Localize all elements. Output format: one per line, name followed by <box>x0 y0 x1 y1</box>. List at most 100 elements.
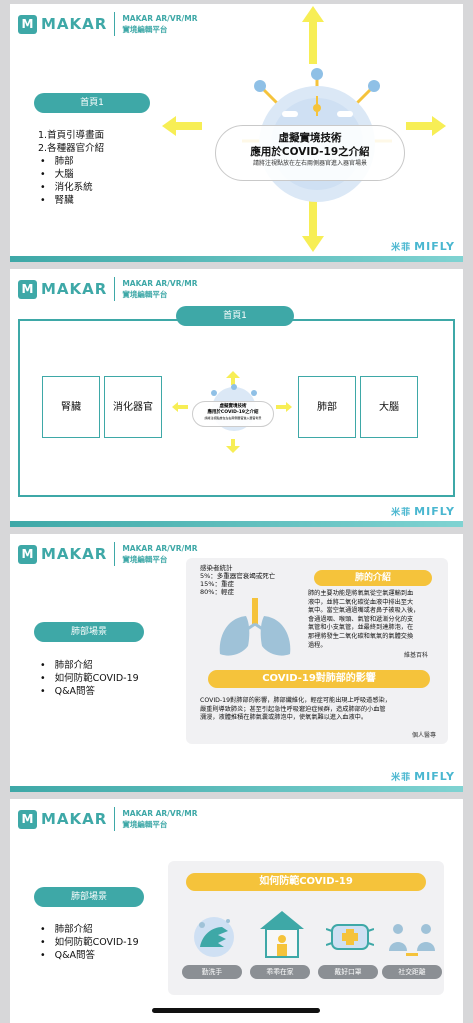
home-indicator[interactable] <box>152 1008 320 1013</box>
infection-stats: 感染者統計 5%：多重器官衰竭或死亡 15%：重症 80%：輕症 <box>200 564 275 596</box>
arrow-right-icon[interactable] <box>406 116 446 136</box>
header-sub-line2: 實境編輯平台 <box>122 820 168 829</box>
slide-covid-prevention[interactable]: M MAKAR MAKAR AR/VR/MR 實境編輯平台 肺部場景 肺部介紹 … <box>10 799 463 1023</box>
tag-wash-hands: 勤洗手 <box>182 965 242 979</box>
header-divider <box>114 277 116 301</box>
lung-source: 維基百科 <box>404 652 429 659</box>
covid-source: 個人醫專 <box>412 732 437 739</box>
lung-intro-title: 肺的介紹 <box>314 570 432 586</box>
text-line: 肺的主要功能是將氧氣從空氣運輸到血 <box>308 590 414 597</box>
slide-header: M MAKAR MAKAR AR/VR/MR 實境編輯平台 <box>18 542 197 566</box>
title-line1: 虛擬實境技術 <box>278 132 342 144</box>
brand-en: MIFLY <box>414 240 455 253</box>
makar-logo-text: MAKAR <box>41 15 108 33</box>
brand-en: MIFLY <box>414 505 455 518</box>
social-distance-icon <box>389 924 435 956</box>
text-line: 會通過咽、喉頭、氣管和遞漸分化的支 <box>308 615 414 623</box>
stats-line: 80%：輕症 <box>200 588 234 596</box>
header-subtitle: MAKAR AR/VR/MR 實境編輯平台 <box>122 808 197 830</box>
arrow-up-icon[interactable] <box>226 371 240 385</box>
tag-stay-home: 乖乖在家 <box>250 965 310 979</box>
header-divider <box>114 542 116 566</box>
makar-logo-icon: M <box>18 809 37 829</box>
stats-title: 感染者統計 <box>200 564 233 572</box>
slide-header: M MAKAR MAKAR AR/VR/MR 實境編輯平台 <box>18 807 197 831</box>
header-subtitle: MAKAR AR/VR/MR 實境編輯平台 <box>122 13 197 35</box>
makar-logo-icon: M <box>18 279 37 299</box>
header-sub-line1: MAKAR AR/VR/MR <box>122 809 198 818</box>
text-line: 液中，並將二氧化碳從血液中排出至大 <box>308 598 414 606</box>
list-item: 1.首頁引導畫面 <box>38 130 105 141</box>
header-sub-line1: MAKAR AR/VR/MR <box>122 544 198 553</box>
header-sub-line2: 實境編輯平台 <box>122 25 168 34</box>
prevention-title: 如何防範COVID-19 <box>186 873 426 891</box>
organ-lung-button[interactable]: 肺部 <box>298 376 356 438</box>
header-sub-line1: MAKAR AR/VR/MR <box>122 279 198 288</box>
lung-info-panel: 感染者統計 5%：多重器官衰竭或死亡 15%：重症 80%：輕症 肺的介紹 肺的… <box>186 558 448 744</box>
organ-brain-button[interactable]: 大腦 <box>360 376 418 438</box>
menu-item-lung-intro[interactable]: 肺部介紹 <box>40 659 139 672</box>
list-item: 大腦 <box>38 168 104 181</box>
lung-intro-text: 肺的主要功能是將氧氣從空氣運輸到血 液中，並將二氧化碳從血液中排出至大 氣中。當… <box>308 590 444 650</box>
home-pill: 首頁1 <box>176 306 294 326</box>
mini-title-line1: 虛擬實境技術 <box>219 404 247 409</box>
header-sub-line2: 實境編輯平台 <box>122 555 168 564</box>
text-line: 嚴重則導致肺炎；甚至引起急性呼吸窘迫症候群，造成肺部的小血管 <box>200 705 386 713</box>
header-divider <box>114 807 116 831</box>
brand-cn: 米菲 <box>391 508 412 518</box>
title-line2: 應用於COVID-19之介紹 <box>250 146 370 158</box>
makar-logo-text: MAKAR <box>41 810 108 828</box>
bottom-bar <box>10 521 463 527</box>
bottom-bar <box>10 786 463 792</box>
organ-kidney-button[interactable]: 腎臟 <box>42 376 100 438</box>
organ-list: 1.首頁引導畫面 2.各種器官介紹 肺部 大腦 消化系統 腎臟 <box>38 129 104 207</box>
scene-menu: 肺部介紹 如何防範COVID-19 Q&A問答 <box>40 923 139 962</box>
brand-cn: 米菲 <box>391 243 412 253</box>
list-item: 腎臟 <box>38 194 104 207</box>
list-item: 肺部 <box>38 155 104 168</box>
arrow-down-icon[interactable] <box>302 194 324 252</box>
text-line: 氣中。當空氣通過嘴或者鼻子被吸入後， <box>308 607 420 615</box>
menu-item-lung-intro[interactable]: 肺部介紹 <box>40 923 139 936</box>
menu-item-covid-prevention[interactable]: 如何防範COVID-19 <box>40 672 139 685</box>
arrow-right-icon[interactable] <box>276 402 292 412</box>
prevention-panel: 如何防範COVID-19 勤洗手 乖乖在家 戴好口罩 <box>168 861 444 995</box>
title-card: 虛擬實境技術 應用於COVID-19之介紹 請將注視點放在左右兩側器官進入器官場… <box>215 125 405 181</box>
text-line: COVID-19對肺部的影響，肺部纖維化，輕症可能出現上呼吸道感染， <box>200 697 391 704</box>
stats-line: 15%：重症 <box>200 580 234 588</box>
arrow-left-icon[interactable] <box>172 402 188 412</box>
menu-item-covid-prevention[interactable]: 如何防範COVID-19 <box>40 936 139 949</box>
list-item: 消化系統 <box>38 181 104 194</box>
arrow-up-icon[interactable] <box>302 6 324 64</box>
covid-impact-title: COVID-19對肺部的影響 <box>208 670 430 688</box>
tag-wear-mask: 戴好口罩 <box>318 965 378 979</box>
header-sub-line2: 實境編輯平台 <box>122 290 168 299</box>
scene-menu: 肺部介紹 如何防範COVID-19 Q&A問答 <box>40 659 139 698</box>
mini-title-instruction: 請將注視點放在左右兩側器官進入器官場景 <box>204 416 262 420</box>
arrow-left-icon[interactable] <box>162 116 202 136</box>
lung-scene-pill: 肺部場景 <box>34 887 144 907</box>
menu-item-qa[interactable]: Q&A問答 <box>40 685 139 698</box>
header-subtitle: MAKAR AR/VR/MR 實境編輯平台 <box>122 543 197 565</box>
makar-logo-icon: M <box>18 14 37 34</box>
home-pill: 首頁1 <box>34 93 150 113</box>
arrow-down-icon[interactable] <box>226 439 240 453</box>
makar-logo-icon: M <box>18 544 37 564</box>
slide-lung-scene[interactable]: M MAKAR MAKAR AR/VR/MR 實境編輯平台 肺部場景 肺部介紹 … <box>10 534 463 792</box>
menu-item-qa[interactable]: Q&A問答 <box>40 949 139 962</box>
stay-home-icon <box>260 911 304 958</box>
slide-home-organs[interactable]: M MAKAR MAKAR AR/VR/MR 實境編輯平台 首頁1 腎臟 消化器… <box>10 269 463 527</box>
header-subtitle: MAKAR AR/VR/MR 實境編輯平台 <box>122 278 197 300</box>
stats-line: 5%：多重器官衰竭或死亡 <box>200 572 276 580</box>
slide-home-guide[interactable]: M MAKAR MAKAR AR/VR/MR 實境編輯平台 首頁1 1.首頁引導… <box>10 4 463 262</box>
header-divider <box>114 12 116 36</box>
organ-digestive-button[interactable]: 消化器官 <box>104 376 162 438</box>
list-item: 2.各種器官介紹 <box>38 143 105 154</box>
makar-logo-text: MAKAR <box>41 280 108 298</box>
text-line: 氣管和小支氣管，並最終到達肺泡，在 <box>308 624 414 632</box>
mini-title-card: 虛擬實境技術 應用於COVID-19之介紹 請將注視點放在左右兩側器官進入器官場… <box>192 401 274 427</box>
covid-impact-text: COVID-19對肺部的影響，肺部纖維化，輕症可能出現上呼吸道感染， 嚴重則導致… <box>200 697 446 723</box>
